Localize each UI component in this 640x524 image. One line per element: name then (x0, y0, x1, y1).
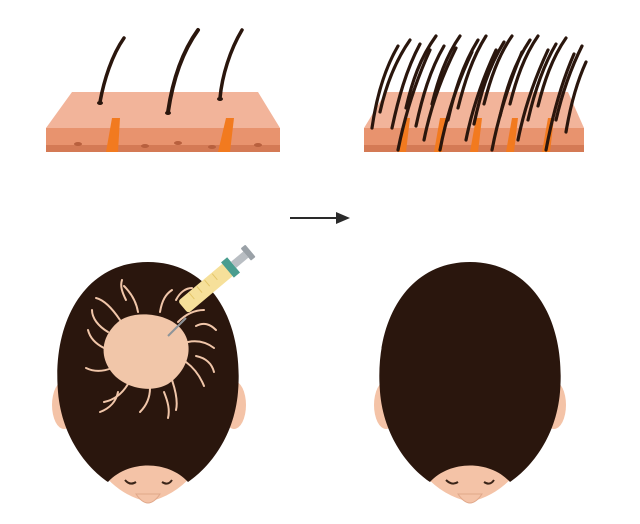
skin-cross-section-dense (364, 34, 588, 152)
head-before-treatment (52, 244, 256, 504)
head-after-treatment (374, 262, 566, 504)
dense-hairs (370, 34, 588, 152)
follicle-roots (106, 118, 234, 152)
arrow-right-icon (290, 212, 350, 224)
syringe-icon (167, 244, 256, 337)
sparse-hairs (98, 28, 244, 114)
bald-spot (85, 279, 217, 419)
skin-cross-section-sparse (46, 28, 280, 152)
